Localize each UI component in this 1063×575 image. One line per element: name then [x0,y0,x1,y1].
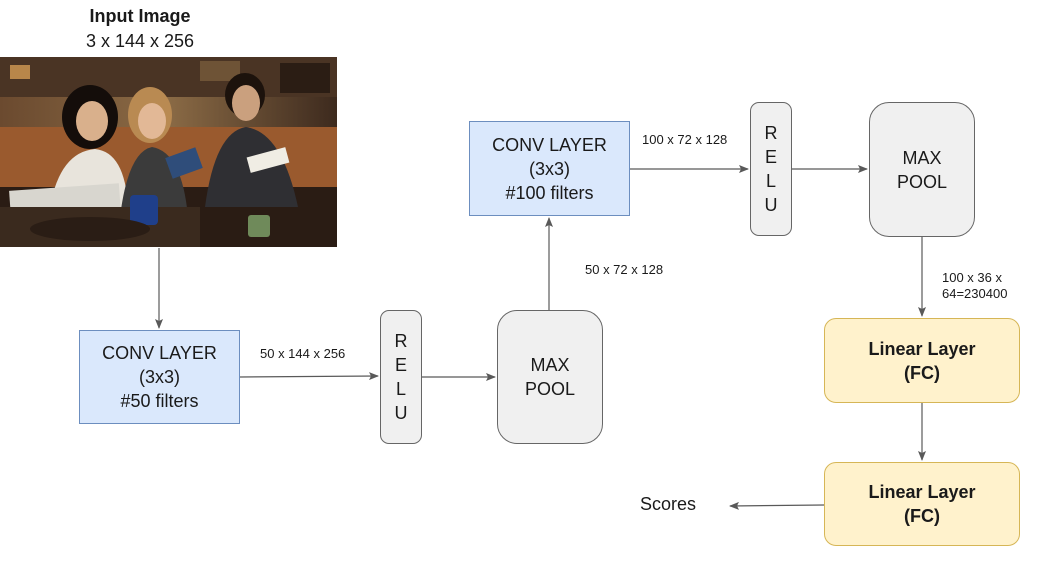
conv-layer-2-filters: #100 filters [505,182,594,203]
relu-2-letter-r: R [764,123,778,143]
conv-layer-2: CONV LAYER (3x3) #100 filters [469,121,630,216]
max-pool-2-line2: POOL [896,171,948,192]
conv-layer-1-name: CONV LAYER [102,343,217,363]
relu-2-letter-e: E [764,147,777,167]
conv-layer-1: CONV LAYER (3x3) #50 filters [79,330,240,424]
max-pool-1: MAX POOL [497,310,603,444]
relu-1-letter-r: R [394,331,408,351]
conv-layer-1-filters: #50 filters [120,391,199,411]
relu-2-letter-l: L [765,171,776,191]
max-pool-2-line1: MAX [902,147,942,168]
input-image-scene [0,57,337,247]
linear-layer-2-name: Linear Layer [868,482,976,502]
dim-label-after-pool2: 100 x 36 x 64=230400 [942,270,1052,302]
arrow-conv1-to-relu1 [239,372,379,381]
linear-layer-1: Linear Layer (FC) [824,318,1020,403]
conv-layer-2-name: CONV LAYER [492,134,607,155]
arrow-fc2-to-scores [729,501,825,510]
max-pool-1-line2: POOL [524,379,576,399]
relu-2: R E L U [750,102,792,236]
relu-1-letter-u: U [394,403,408,423]
input-image-dims: 3 x 144 x 256 [85,31,195,51]
linear-layer-1-name: Linear Layer [868,338,976,359]
input-image-title: Input Image [89,6,191,26]
dim-label-after-conv2: 100 x 72 x 128 [642,132,728,147]
input-image [0,57,337,247]
linear-layer-2: Linear Layer (FC) [824,462,1020,546]
conv-layer-2-kernel: (3x3) [528,158,570,179]
scores-label: Scores [640,494,697,514]
max-pool-1-line1: MAX [530,355,570,375]
linear-layer-1-type: (FC) [904,362,940,383]
relu-1-letter-l: L [395,379,406,399]
linear-layer-2-type: (FC) [904,506,940,526]
dim-label-after-pool1: 50 x 72 x 128 [585,262,664,277]
dim-label-after-pool2-line1: 100 x 36 x [942,270,1002,285]
relu-1-letter-e: E [394,355,407,375]
relu-2-letter-u: U [764,195,778,215]
relu-1: R E L U [380,310,422,444]
dim-label-after-conv1: 50 x 144 x 256 [260,346,346,361]
max-pool-2: MAX POOL [869,102,975,237]
conv-layer-1-kernel: (3x3) [138,367,180,387]
dim-label-after-pool2-line2: 64=230400 [942,286,1008,301]
